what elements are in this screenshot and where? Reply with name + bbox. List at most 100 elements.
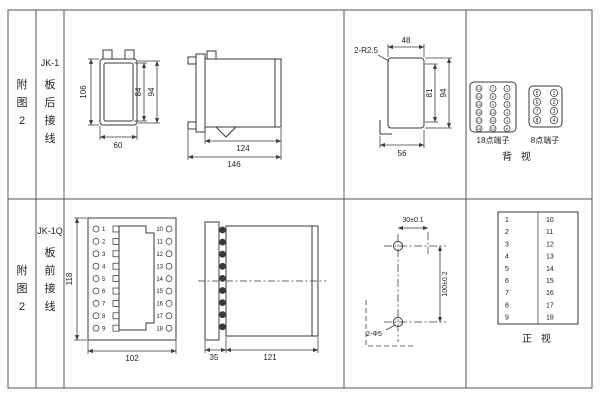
terminal-18-hole [503,125,511,132]
pin-hole [165,225,173,233]
terminal-18-number: 15 [477,102,482,107]
table-cell-right: 12 [546,241,554,248]
fig-label-char: 图 [17,96,28,109]
dim-label-total-length: 146 [227,160,241,169]
wiring-label-char: 接 [45,114,56,127]
terminal-18-number: 12 [491,126,496,131]
terminal-8-number: 7 [536,109,539,115]
terminal-18-hole [503,117,511,124]
terminal-18-hole [503,101,511,108]
terminal-18-number: 18 [477,126,482,131]
pin-hole [92,324,100,332]
wiring-label-char: 板 [45,77,56,91]
back-view-label: 背 视 [502,150,534,163]
terminal-18-number: 5 [506,118,509,123]
pin-hole [165,275,173,282]
pin-bump [219,311,226,319]
bottom-row-header: 附 图 2 JK-1Q 板 前 接 线 [17,226,63,313]
dim-label-inner-height: 84 [134,87,143,96]
pin-number: 16 [156,302,163,308]
terminal-18-number: 14 [477,94,482,99]
dim-label-cutout-inner-height: 81 [425,88,434,97]
pin-number: 12 [156,252,163,258]
pin-number: 9 [102,326,106,332]
pin-hole [92,300,100,307]
terminal-18-hole [489,93,497,100]
terminal-18-number: 2 [506,94,509,99]
terminal-18-hole [475,85,483,92]
pin-lug [112,250,120,258]
pin-bump [219,262,226,270]
pin-hole [165,300,173,307]
front-view-label: 正 视 [522,332,554,345]
pin-bump [219,275,226,282]
terminal-8-hole [550,89,558,97]
dim-label-right-height: 94 [147,87,156,96]
pin-lug [112,225,120,233]
terminal-18-number: 3 [506,102,509,107]
wiring-label-char: 线 [45,299,56,313]
terminal-18-hole [475,109,483,116]
dim-label-flange-depth: 35 [210,353,219,362]
pin-number: 18 [156,326,163,332]
dim-label-front-width: 102 [125,354,139,363]
table-cell-right: 16 [546,290,554,297]
fig-label-char: 2 [19,301,25,313]
terminal-18-number: 9 [492,102,495,107]
wiring-label-char: 板 [45,245,56,259]
table-cell-left: 3 [505,241,509,248]
wiring-label-char: 接 [45,282,56,295]
terminal-18-number: 6 [506,126,509,131]
terminal-8-number: 6 [536,100,539,106]
terminal-8-hole [550,107,558,115]
table-cell-right: 13 [546,254,554,261]
pin-number: 15 [156,289,163,295]
wiring-label-char: 前 [45,263,56,277]
dim-label-corner-radius: 2-R2.5 [354,46,379,55]
terminal-8-hole [533,107,541,115]
table-cell-left: 7 [505,290,509,297]
terminal-8-hole [533,89,541,97]
terminal-8-number: 4 [553,118,556,124]
top-front-view: 106 84 94 60 [79,49,160,150]
fig-label-char: 附 [17,263,28,277]
terminal-18-hole [489,125,497,132]
pin-bump [219,238,226,246]
pin-number: 5 [102,277,106,283]
terminal-18-number: 8 [492,94,495,99]
top-side-view: 124 146 [187,50,282,169]
terminal-18-hole [503,93,511,100]
terminal-8-hole [533,116,541,124]
wiring-label-char: 线 [45,131,56,145]
pin-hole [165,287,173,295]
pin-lug [112,324,120,332]
pin-number: 14 [156,277,163,283]
table-cell-left: 1 [505,217,509,224]
terminal-8-label: 8点端子 [531,135,559,145]
fig-label-char: 附 [17,77,28,91]
pin-lug [112,312,120,320]
terminal-8-number: 5 [536,91,539,97]
dim-label-base-width: 56 [398,149,407,158]
pin-hole [165,324,173,332]
terminal-18-hole [489,109,497,116]
table-cell-right: 14 [546,266,554,273]
pin-hole [92,262,100,270]
pin-hole [92,287,100,295]
top-row-header: 附 图 2 JK-1 板 后 接 线 [17,58,60,145]
terminal-18-hole [489,117,497,124]
pin-bump [219,250,226,258]
pin-hole [165,312,173,320]
terminal-18-hole [475,125,483,132]
table-cell-right: 10 [546,217,554,224]
dim-label-height: 106 [79,85,88,99]
bottom-side-view: 35 121 [198,221,326,362]
sheet-grid [7,9,593,389]
pin-number: 2 [102,240,106,246]
pin-bump [219,287,226,294]
model-label: JK-1Q [37,226,63,236]
